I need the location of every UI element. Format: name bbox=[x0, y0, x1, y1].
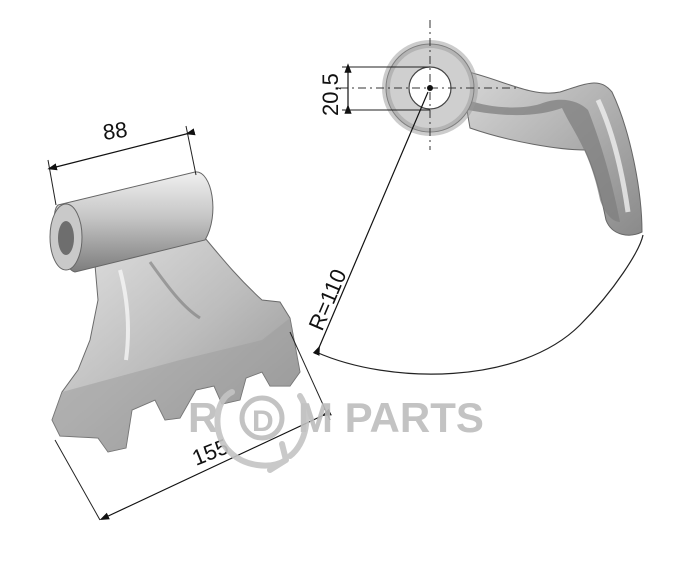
blade-rib bbox=[118, 269, 130, 361]
curved-blade-view: 20,5 R=110 bbox=[304, 20, 644, 375]
radius-line bbox=[312, 91, 429, 356]
blade-rib bbox=[148, 261, 201, 320]
dim-155-ext-left bbox=[54, 439, 101, 521]
radius-label: R=110 bbox=[304, 265, 352, 334]
dim-155-line bbox=[99, 408, 332, 521]
dim-88-line bbox=[47, 128, 196, 171]
rdm-parts-watermark: R D M PARTS bbox=[188, 389, 484, 473]
watermark-text: M PARTS bbox=[298, 394, 484, 441]
curved-blade-inner-face bbox=[468, 99, 620, 222]
center-point bbox=[427, 85, 433, 91]
watermark-letter-d: D bbox=[252, 405, 274, 438]
watermark-d-badge bbox=[239, 395, 285, 441]
watermark-swirl-icon bbox=[214, 389, 310, 473]
dim-88-label: 88 bbox=[101, 117, 129, 145]
tube-bore bbox=[58, 221, 74, 255]
dim-20-5-label: 20,5 bbox=[318, 73, 343, 116]
curved-blade-highlight bbox=[595, 98, 631, 213]
hammer-blade-perspective: 88 155 bbox=[47, 117, 332, 521]
radius-arc bbox=[315, 234, 644, 375]
dim-155-ext-right bbox=[289, 331, 331, 421]
watermark-letter-r: R bbox=[188, 394, 218, 441]
